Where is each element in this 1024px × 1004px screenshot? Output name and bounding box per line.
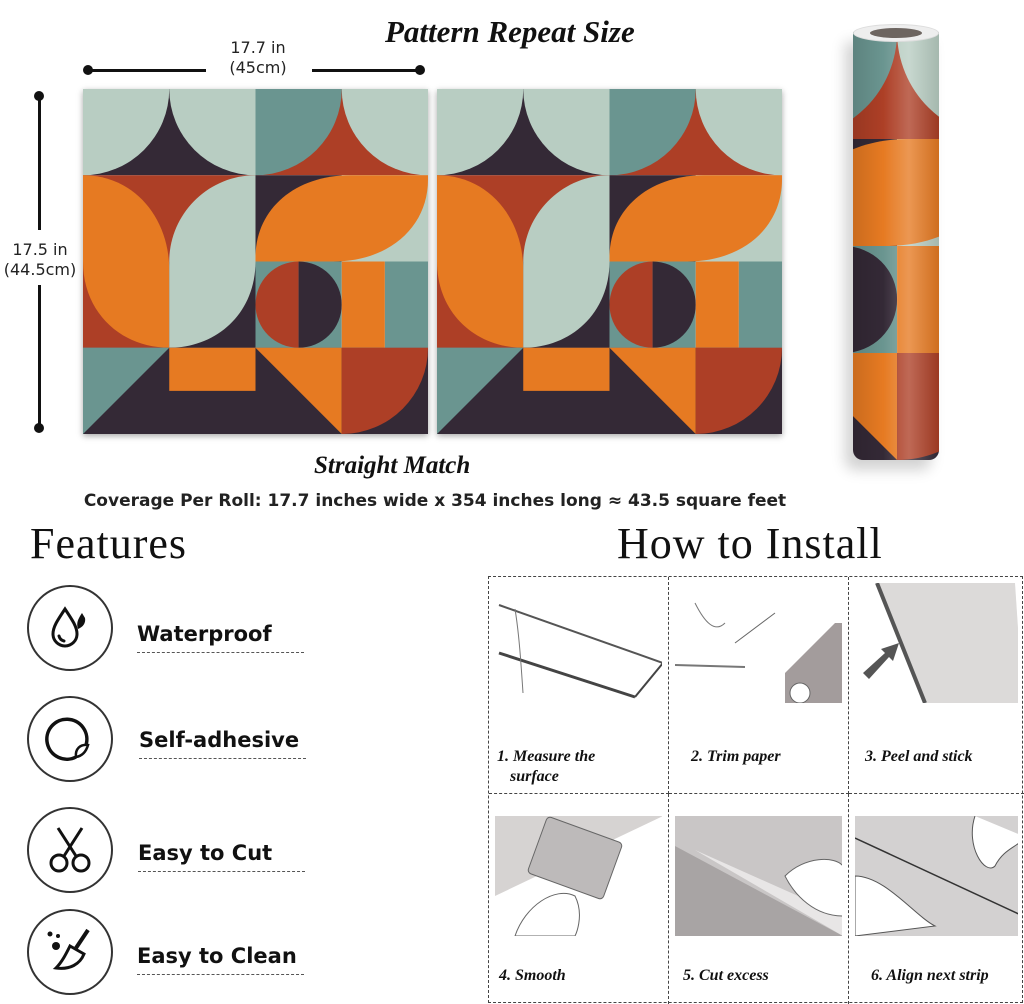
feature-label-self-adhesive: Self-adhesive bbox=[139, 728, 306, 759]
dimension-endpoint bbox=[415, 65, 425, 75]
step-label-cont: surface bbox=[510, 768, 559, 785]
width-inches: 17.7 in bbox=[230, 38, 286, 57]
cut-excess-illustration bbox=[675, 816, 842, 936]
feature-item bbox=[27, 807, 113, 893]
install-step: 5. Cut excess bbox=[669, 794, 849, 1004]
coverage-text: Coverage Per Roll: 17.7 inches wide x 35… bbox=[83, 491, 787, 511]
install-step: 1. Measure the surface bbox=[489, 577, 669, 794]
step-label: 4. Smooth bbox=[499, 967, 566, 984]
pattern-tile-1 bbox=[83, 89, 428, 434]
feature-item bbox=[27, 909, 113, 995]
height-inches: 17.5 in bbox=[12, 240, 68, 259]
height-cm: (44.5cm) bbox=[3, 260, 77, 279]
step-label: 3. Peel and stick bbox=[865, 748, 973, 765]
install-step: 6. Align next strip bbox=[849, 794, 1024, 1004]
step-label: 1. Measure the bbox=[497, 748, 596, 765]
step-label: 5. Cut excess bbox=[683, 967, 769, 984]
width-dimension-line bbox=[88, 69, 206, 72]
feature-label-easy-to-cut: Easy to Cut bbox=[138, 841, 305, 872]
trim-illustration bbox=[675, 583, 842, 703]
width-dimension-label: 17.7 in (45cm) bbox=[200, 38, 316, 78]
water-drop-icon bbox=[27, 585, 113, 671]
match-type: Straight Match bbox=[314, 452, 471, 479]
align-strip-illustration bbox=[855, 816, 1018, 936]
install-step: 3. Peel and stick bbox=[849, 577, 1024, 794]
feature-item bbox=[27, 585, 113, 671]
scissors-icon bbox=[27, 807, 113, 893]
install-steps-grid: 1. Measure the surface 2. Trim paper 3. P… bbox=[488, 576, 1024, 1004]
page-title: Pattern Repeat Size bbox=[385, 14, 635, 49]
measure-illustration bbox=[495, 583, 662, 703]
peel-stick-illustration bbox=[855, 583, 1018, 703]
install-step: 2. Trim paper bbox=[669, 577, 849, 794]
height-dimension-line bbox=[38, 96, 41, 230]
smooth-illustration bbox=[495, 816, 662, 936]
feature-label-waterproof: Waterproof bbox=[137, 622, 304, 653]
sticker-icon bbox=[27, 696, 113, 782]
features-heading: Features bbox=[30, 519, 188, 568]
width-cm: (45cm) bbox=[229, 58, 287, 77]
step-label: 2. Trim paper bbox=[691, 748, 781, 765]
step-label: 6. Align next strip bbox=[871, 967, 989, 984]
feature-label-easy-to-clean: Easy to Clean bbox=[137, 944, 304, 975]
dimension-endpoint bbox=[34, 423, 44, 433]
width-dimension-line bbox=[312, 69, 420, 72]
pattern-tile-2 bbox=[437, 89, 782, 434]
height-dimension-label: 17.5 in (44.5cm) bbox=[0, 240, 80, 280]
broom-icon bbox=[27, 909, 113, 995]
roll-top-cap bbox=[853, 24, 939, 42]
feature-item bbox=[27, 696, 113, 782]
install-step: 4. Smooth bbox=[489, 794, 669, 1004]
height-dimension-line bbox=[38, 285, 41, 425]
wallpaper-roll bbox=[853, 32, 939, 460]
install-heading: How to Install bbox=[617, 519, 883, 568]
